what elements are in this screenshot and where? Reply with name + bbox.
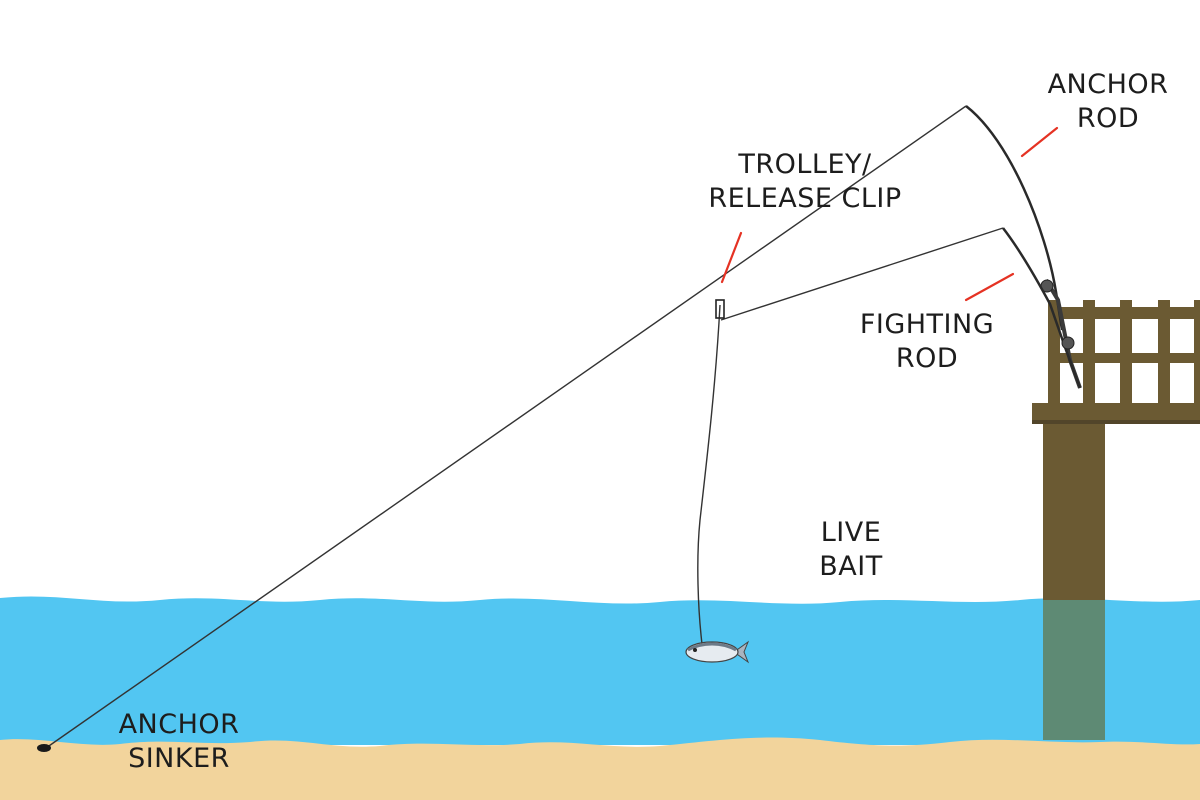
fish-eye xyxy=(693,648,697,652)
fish-tail xyxy=(733,640,750,664)
pier-post xyxy=(1158,300,1170,404)
sand xyxy=(0,737,1200,800)
pier-post xyxy=(1120,300,1132,404)
anchor-sinker xyxy=(37,744,51,752)
fish-back xyxy=(687,642,737,652)
pier xyxy=(1032,300,1200,740)
water xyxy=(0,596,1200,745)
bait-line xyxy=(697,304,721,645)
pier-deck-shadow xyxy=(1032,420,1200,424)
rods xyxy=(965,105,1082,389)
pier-post xyxy=(1083,300,1095,404)
pier-piling-submerged xyxy=(1043,600,1105,740)
label-anchor-sinker: ANCHOR SINKER xyxy=(118,709,240,774)
anchor-line xyxy=(45,105,967,749)
fighting-rod-reel xyxy=(1061,336,1075,350)
pier-post xyxy=(1194,300,1200,404)
label-anchor-rod: ANCHOR ROD xyxy=(1047,69,1169,134)
label-live-bait: LIVE BAIT xyxy=(819,517,883,582)
label-trolley-release-clip: TROLLEY/ RELEASE CLIP xyxy=(708,149,902,214)
label-fighting-rod: FIGHTING ROD xyxy=(859,309,995,374)
pier-deck xyxy=(1032,403,1200,423)
leader-anchor-rod xyxy=(1020,126,1059,158)
leader-lines xyxy=(720,126,1059,302)
anchor-rod xyxy=(965,105,1064,331)
leader-trolley-clip xyxy=(720,231,743,284)
pier-piling-above-water xyxy=(1043,420,1105,608)
live-bait-fish xyxy=(685,640,750,664)
fighting-rod xyxy=(1002,227,1082,389)
fighting-line xyxy=(720,227,1004,321)
trolley-release-clip xyxy=(715,299,725,319)
leader-fighting-rod xyxy=(964,272,1015,302)
fishing-lines xyxy=(45,105,1004,749)
